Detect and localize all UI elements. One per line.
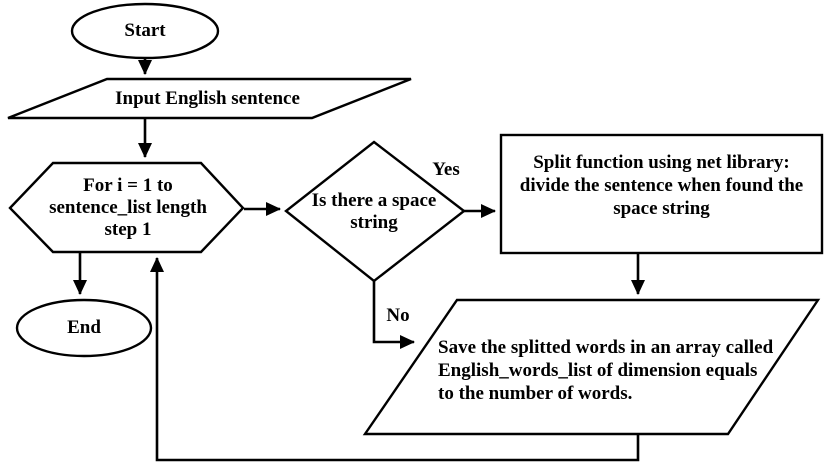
- start-terminator-shape: [70, 2, 220, 60]
- save-parallelogram-shape: [362, 298, 821, 436]
- edge-decision-no-to-save: [372, 281, 415, 349]
- no-branch-label: No: [386, 305, 410, 326]
- split-process-rectangle-shape: [499, 133, 824, 255]
- end-node-label: End: [67, 317, 101, 338]
- save-words-node-label: Save the splitted words in an array call…: [438, 337, 774, 404]
- for-loop-hexagon-shape: [8, 161, 245, 254]
- start-node-label: Start: [124, 20, 166, 41]
- yes-branch-label: Yes: [432, 159, 460, 180]
- space-decision-node-label: Is there a space string: [311, 189, 437, 233]
- for-loop-node-label: For i = 1 to sentence_list length step 1: [49, 174, 207, 240]
- split-process-node-label: Split function using net library: divide…: [519, 152, 804, 219]
- decision-diamond-shape: [284, 140, 466, 283]
- input-parallelogram-shape: [7, 77, 412, 120]
- input-sentence-node-label: Input English sentence: [115, 87, 300, 109]
- edge-save-loopback-to-loop: [150, 257, 640, 462]
- end-terminator-shape: [15, 298, 153, 358]
